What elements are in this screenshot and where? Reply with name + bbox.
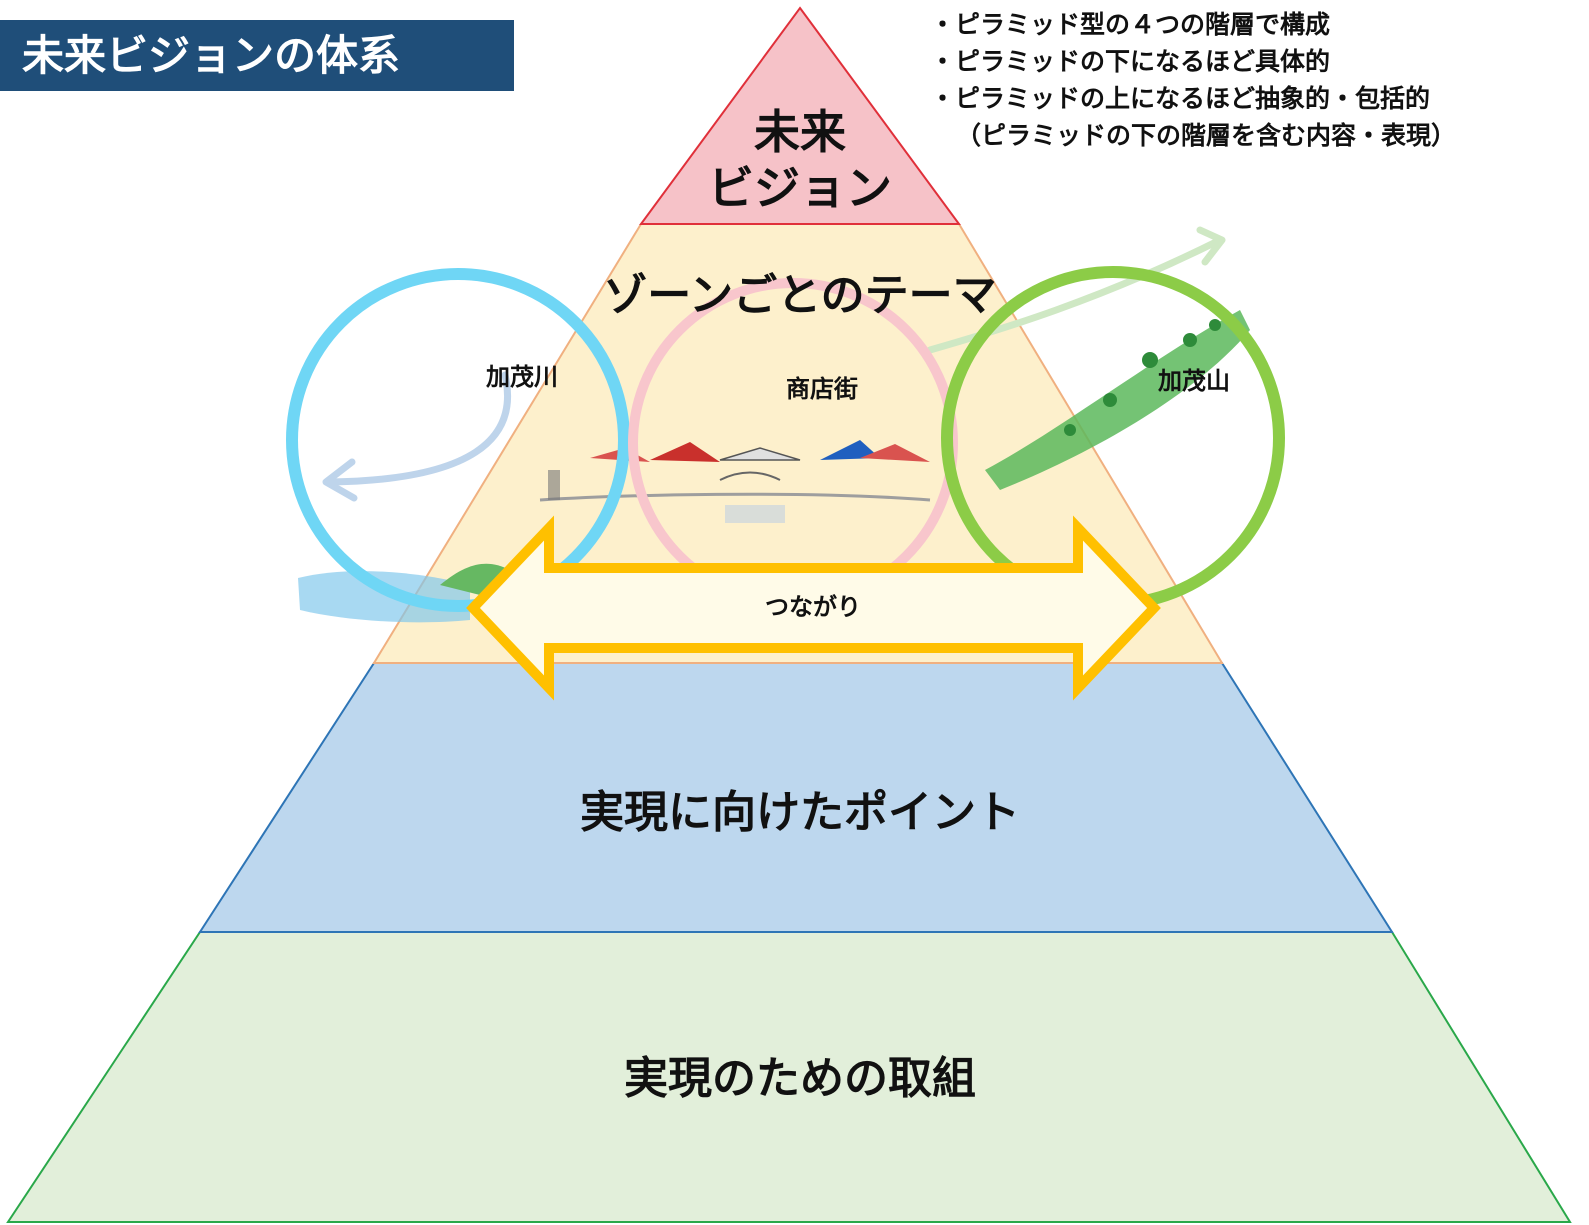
- mountain-icon: [926, 226, 1250, 490]
- note-item: ・ピラミッドの下になるほど具体的: [930, 47, 1331, 76]
- pyramid-level-4-label: 実現のための取組: [624, 1053, 976, 1104]
- page-title: 未来ビジョンの体系: [0, 20, 514, 91]
- shops-icon: [539, 440, 931, 523]
- note-item: （ピラミッドの下の階層を含む内容・表現）: [956, 121, 1457, 150]
- pyramid-level-3-label: 実現に向けたポイント: [580, 787, 1020, 838]
- zone-label-shops: 商店街: [786, 375, 858, 403]
- pyramid-level-1-label: 未来: [754, 105, 846, 159]
- pyramid-level-2-label: ゾーンごとのテーマ: [603, 270, 996, 321]
- connection-arrow: [466, 515, 1161, 701]
- pyramid-level-1-label: ビジョン: [708, 161, 892, 215]
- note-item: ・ピラミッド型の４つの階層で構成: [930, 10, 1331, 39]
- notes-list: ・ピラミッド型の４つの階層で構成 ・ピラミッドの下になるほど具体的 ・ピラミッド…: [930, 6, 1456, 154]
- river-icon: [298, 371, 512, 623]
- zone-label-mountain: 加茂山: [1158, 367, 1230, 395]
- note-item: ・ピラミッドの上になるほど抽象的・包括的: [930, 84, 1431, 113]
- connection-label: つながり: [765, 593, 861, 621]
- zone-circle-river: [286, 268, 630, 612]
- zone-label-river: 加茂川: [486, 363, 558, 391]
- pyramid-level-1: [639, 6, 961, 225]
